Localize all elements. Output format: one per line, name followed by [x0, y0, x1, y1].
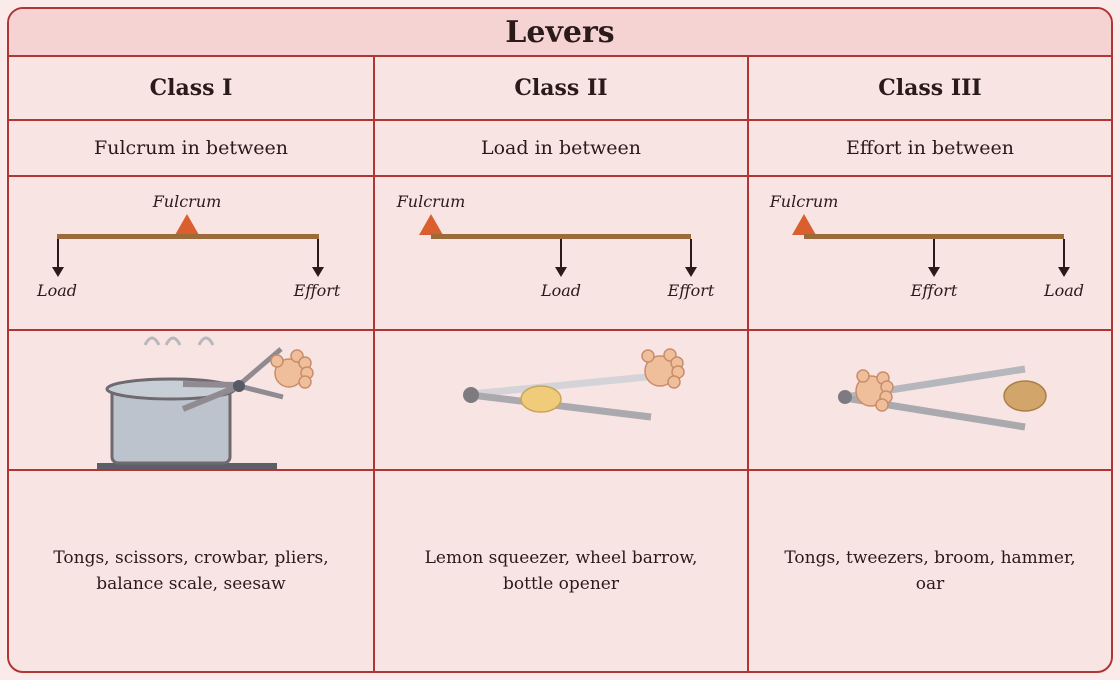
class-3-examples-cell: Tongs, tweezers, broom, hammer, oar: [749, 471, 1111, 671]
class-3-illustration-cell: [749, 331, 1111, 471]
class-3-examples: Tongs, tweezers, broom, hammer, oar: [784, 548, 1076, 594]
class-1-examples-cell: Tongs, scissors, crowbar, pliers, balanc…: [9, 471, 375, 671]
load-arrow-icon: [555, 267, 567, 277]
lever-beam: [804, 234, 1064, 239]
effort-arrow-icon: [312, 267, 324, 277]
class-1-subheading-cell: Fulcrum in between: [9, 121, 375, 177]
title-bar: Levers: [9, 9, 1111, 57]
steam-icon: [164, 336, 182, 346]
class-3-load-label: Load: [1043, 281, 1084, 300]
lever-beam: [431, 234, 691, 239]
tweezers-hinge: [838, 390, 852, 404]
fulcrum-triangle-icon: [792, 214, 816, 235]
class-3-fulcrum-label: Fulcrum: [769, 192, 839, 211]
pot-with-tongs-icon: [97, 336, 314, 469]
load-arrow-icon: [52, 267, 64, 277]
squeezer-hinge: [463, 387, 479, 403]
class-1-lever-diagram: Fulcrum Load Effort: [36, 192, 341, 300]
effort-arrow-icon: [928, 267, 940, 277]
class-2-subheading-cell: Load in between: [375, 121, 749, 177]
tweezers-icon: [838, 365, 1047, 431]
class-3-heading: Class III: [878, 75, 982, 101]
class-3-diagram-cell: Fulcrum Effort Load: [749, 177, 1111, 331]
class-2-subheading: Load in between: [481, 137, 641, 159]
lever-beam: [57, 234, 319, 239]
class-1-effort-label: Effort: [293, 281, 341, 300]
class-1-heading: Class I: [149, 75, 233, 101]
stove-icon: [97, 463, 277, 469]
class-3-lever-diagram: Fulcrum Effort Load: [769, 192, 1084, 300]
squeezer-top-arm: [470, 373, 648, 398]
class-1-diagram-cell: Fulcrum Load Effort: [9, 177, 375, 331]
class-2-heading-cell: Class II: [375, 57, 749, 121]
class-2-heading: Class II: [514, 75, 608, 101]
class-3-effort-label: Effort: [910, 281, 958, 300]
class-3-subheading: Effort in between: [846, 137, 1014, 159]
tongs-pivot: [233, 380, 245, 392]
class-2-load-label: Load: [540, 281, 581, 300]
class-3-heading-cell: Class III: [749, 57, 1111, 121]
load-arrow-icon: [1058, 267, 1070, 277]
class-1-heading-cell: Class I: [9, 57, 375, 121]
fulcrum-triangle-icon: [419, 214, 443, 235]
class-3-subheading-cell: Effort in between: [749, 121, 1111, 177]
class-1-fulcrum-label: Fulcrum: [152, 192, 222, 211]
class-2-lever-diagram: Fulcrum Load Effort: [396, 192, 715, 300]
load-object-icon: [1003, 380, 1047, 412]
class-2-effort-label: Effort: [667, 281, 715, 300]
page-title: Levers: [505, 14, 615, 50]
levers-panel: Levers Class I Class II Class III Fulcru…: [7, 7, 1113, 673]
tongs-handle: [238, 383, 284, 400]
class-2-fulcrum-label: Fulcrum: [396, 192, 466, 211]
fulcrum-triangle-icon: [175, 214, 199, 235]
tongs-arm: [181, 383, 241, 412]
class-2-illustration-cell: [375, 331, 749, 471]
steam-icon: [143, 336, 161, 346]
class-2-examples-cell: Lemon squeezer, wheel barrow, bottle ope…: [375, 471, 749, 671]
effort-arrow-icon: [685, 267, 697, 277]
steam-icon: [197, 336, 215, 346]
lemon-icon: [520, 385, 562, 413]
class-2-diagram-cell: Fulcrum Load Effort: [375, 177, 749, 331]
squeezer-bottom-arm: [470, 391, 652, 421]
class-2-examples: Lemon squeezer, wheel barrow, bottle ope…: [424, 548, 698, 594]
tongs-arm: [182, 381, 240, 388]
lever-classes-table: Class I Class II Class III Fulcrum in be…: [9, 57, 1111, 671]
class-1-illustration-cell: [9, 331, 375, 471]
class-1-subheading: Fulcrum in between: [94, 137, 288, 159]
lemon-squeezer-icon: [463, 348, 685, 421]
class-1-load-label: Load: [36, 281, 77, 300]
class-1-examples: Tongs, scissors, crowbar, pliers, balanc…: [53, 548, 329, 594]
